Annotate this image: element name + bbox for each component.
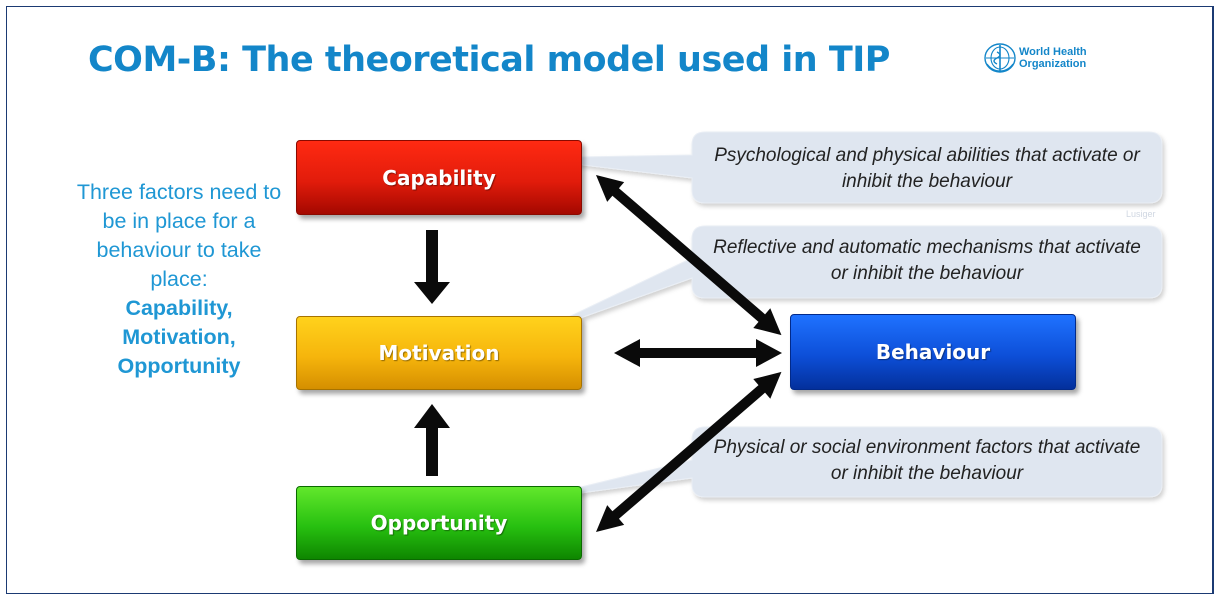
slide-frame [6,6,1214,594]
callout-capability-bubble [524,131,1163,204]
node-capability-label: Capability [382,165,496,190]
node-behaviour: Behaviour [790,314,1076,390]
arrow-motivation-behaviour [614,339,782,367]
callout-motivation-text: Reflective and automatic mechanisms that… [713,237,1141,284]
who-logo: World Health Organization [984,42,1099,74]
callout-opportunity-text: Physical or social environment factors t… [713,437,1141,484]
arrow-capability-behaviour [596,175,782,336]
intro-text-block: Three factors need to be in place for a … [70,178,288,381]
callout-opportunity-bubble [527,426,1163,501]
arrow-opportunity-to-motivation [414,404,450,476]
node-behaviour-label: Behaviour [875,340,991,364]
intro-bold-text: Capability, Motivation, Opportunity [117,296,241,378]
node-opportunity-label: Opportunity [370,511,508,535]
callout-motivation-bubble [526,225,1163,338]
node-motivation-label: Motivation [378,341,500,365]
node-motivation: Motivation [296,316,582,390]
node-capability: Capability [296,140,582,215]
callout-capability-text: Psychological and physical abilities tha… [714,145,1140,192]
arrow-capability-to-motivation [414,230,450,304]
node-opportunity: Opportunity [296,486,582,560]
intro-text: Three factors need to be in place for a … [76,180,282,291]
who-logo-name: World Health Organization [1019,46,1087,70]
watermark-text: Lusiger [1126,209,1156,219]
arrow-opportunity-behaviour [596,371,782,532]
slide-title: COM-B: The theoretical model used in TIP [88,40,890,80]
who-emblem-icon [984,43,1016,73]
